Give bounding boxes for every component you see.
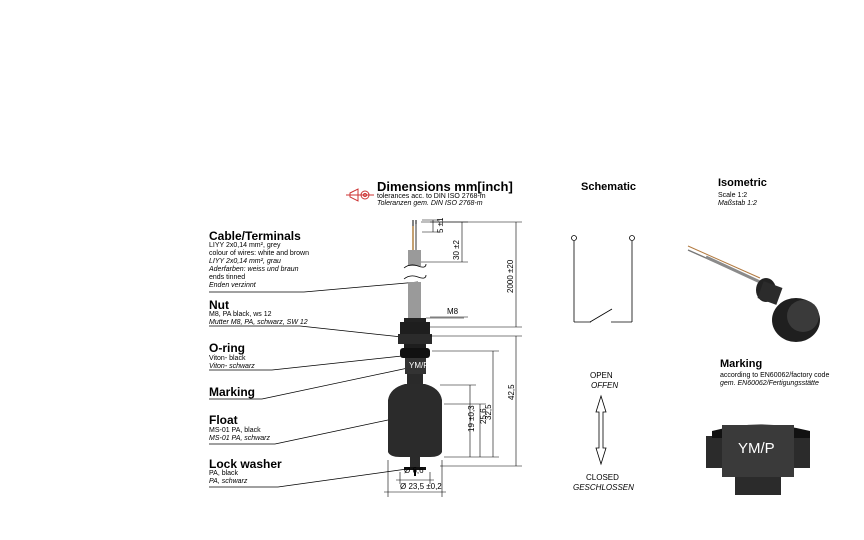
schematic-open-de: OFFEN xyxy=(591,381,619,390)
schematic-switch xyxy=(571,235,635,323)
dim-diameter-23-5: Ø 23,5 ±0,2 xyxy=(400,482,442,491)
cable-line-6: Enden verzinnt xyxy=(209,282,256,289)
cable-line-2: colour of wires: white and brown xyxy=(209,250,309,257)
dim-19: 19 ±0,3 xyxy=(467,405,476,432)
marking-right-line-1: according to EN60062/factory code xyxy=(720,372,830,379)
float-shape xyxy=(388,384,442,476)
oring-line-1: Viton- black xyxy=(209,355,246,362)
projection-symbol-icon xyxy=(346,188,374,202)
dimension-lines xyxy=(384,219,522,497)
dim-m8: M8 xyxy=(447,307,459,316)
float-line-1: MS-01 PA, black xyxy=(209,427,261,434)
float-line-2: MS-01 PA, schwarz xyxy=(209,435,270,442)
nut-shape xyxy=(398,318,432,348)
dimensions-tolerance-en: tolerances acc. to DIN ISO 2768-m xyxy=(377,193,486,200)
oring-line-2: Viton- schwarz xyxy=(209,363,255,370)
isometric-scale-en: Scale 1:2 xyxy=(718,192,748,199)
isometric-title: Isometric xyxy=(718,177,767,189)
schematic-closed-de: GESCHLOSSEN xyxy=(573,483,634,492)
dim-42-5: 42,5 xyxy=(507,384,516,400)
dimensions-tolerance-de: Toleranzen gem. DIN ISO 2768-m xyxy=(377,200,483,207)
cable-line-1: LIYY 2x0,14 mm², grey xyxy=(209,242,281,249)
marking-left-title: Marking xyxy=(209,385,256,399)
cable-title: Cable/Terminals xyxy=(209,229,301,243)
schematic-title: Schematic xyxy=(581,181,637,193)
nut-line-1: M8, PA black, ws 12 xyxy=(209,311,272,318)
oring-shape xyxy=(400,348,430,384)
isometric-scale-de: Maßstab 1:2 xyxy=(718,200,757,207)
dim-30: 30 ±2 xyxy=(452,240,461,260)
dimensions-title: Dimensions mm[inch] xyxy=(377,179,513,194)
dim-2000: 2000 ±20 xyxy=(506,259,515,293)
cable-wires xyxy=(403,220,427,322)
schematic-closed-en: CLOSED xyxy=(586,473,619,482)
marking-closeup xyxy=(706,424,810,495)
float-title: Float xyxy=(209,413,238,427)
dim-diameter-6-6: Ø 6,6 xyxy=(404,466,424,475)
lockwasher-line-1: PA, black xyxy=(209,470,239,477)
lockwasher-line-2: PA, schwarz xyxy=(209,478,248,485)
float-marking-code: YM/P xyxy=(409,361,429,370)
marking-right-title: Marking xyxy=(720,358,763,370)
nut-title: Nut xyxy=(209,298,229,312)
cable-line-4: Aderfarben: weiss und braun xyxy=(209,266,299,273)
nut-line-2: Mutter M8, PA, schwarz, SW 12 xyxy=(209,319,308,326)
cable-line-5: ends tinned xyxy=(209,274,246,281)
marking-closeup-code: YM/P xyxy=(738,440,775,457)
direction-arrow-icon xyxy=(595,394,607,466)
cable-line-3: LIYY 2x0,14 mm², grau xyxy=(209,258,281,265)
leader-lines xyxy=(209,281,419,488)
isometric-render xyxy=(687,245,820,342)
dim-25-6: 25,6 xyxy=(479,408,488,424)
schematic-open-en: OPEN xyxy=(590,371,613,380)
dim-5: 5 ±1 xyxy=(436,217,445,233)
lockwasher-title: Lock washer xyxy=(209,457,282,471)
oring-title: O-ring xyxy=(209,341,245,355)
marking-right-line-2: gem. EN60062/Fertigungsstätte xyxy=(720,380,819,387)
